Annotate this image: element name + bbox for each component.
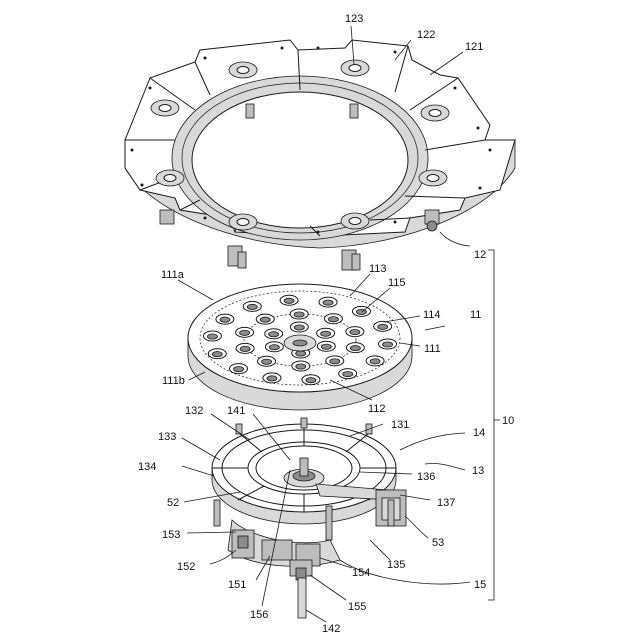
label-131: 131 bbox=[391, 419, 409, 431]
disc-pocket-hole bbox=[343, 372, 353, 377]
label-151: 151 bbox=[228, 579, 246, 591]
dial-frame bbox=[212, 418, 406, 540]
disc-pocket-hole bbox=[350, 330, 360, 335]
label-153: 153 bbox=[162, 529, 180, 541]
label-10: 10 bbox=[502, 415, 514, 427]
disc-pocket-hole bbox=[262, 359, 272, 364]
disc-pocket-hole bbox=[383, 342, 393, 347]
disc-pocket-hole bbox=[323, 300, 333, 305]
disc-pocket-hole bbox=[260, 317, 270, 322]
label-154: 154 bbox=[352, 567, 370, 579]
label-52: 52 bbox=[167, 497, 179, 509]
disc-pocket-hole bbox=[321, 344, 331, 349]
disc-pocket-hole bbox=[306, 378, 316, 383]
label-53: 53 bbox=[432, 537, 444, 549]
disc-pocket-hole bbox=[370, 359, 380, 364]
disc-pocket-hole bbox=[296, 351, 306, 356]
disc-pocket-hole bbox=[269, 345, 279, 350]
label-137: 137 bbox=[437, 497, 455, 509]
disc-pocket-hole bbox=[247, 304, 257, 309]
label-135: 135 bbox=[387, 559, 405, 571]
label-132: 132 bbox=[185, 405, 203, 417]
drive-unit bbox=[228, 520, 340, 618]
disc-pocket-hole bbox=[240, 330, 250, 335]
label-12: 12 bbox=[474, 249, 486, 261]
label-155: 155 bbox=[348, 601, 366, 613]
disc-pocket-hole bbox=[350, 346, 360, 351]
label-141: 141 bbox=[227, 405, 245, 417]
label-111: 111 bbox=[424, 343, 441, 355]
disc-pocket-hole bbox=[294, 312, 304, 317]
label-122: 122 bbox=[417, 29, 435, 41]
label-115: 115 bbox=[388, 277, 406, 289]
label-111b: 111b bbox=[162, 375, 185, 387]
label-15: 15 bbox=[474, 579, 486, 591]
disc-pocket-hole bbox=[284, 298, 294, 303]
label-112: 112 bbox=[368, 403, 386, 415]
disc-pocket-hole bbox=[378, 324, 388, 329]
disc-pocket-hole bbox=[220, 317, 230, 322]
label-152: 152 bbox=[177, 561, 195, 573]
disc-pocket-hole bbox=[269, 332, 279, 337]
disc-pocket-hole bbox=[207, 334, 217, 339]
label-136: 136 bbox=[417, 471, 435, 483]
turntable-disc bbox=[188, 284, 412, 410]
label-114: 114 bbox=[423, 309, 441, 321]
label-13: 13 bbox=[472, 465, 484, 477]
disc-pocket-hole bbox=[356, 309, 366, 314]
label-11: 11 bbox=[470, 309, 481, 321]
label-156: 156 bbox=[250, 609, 268, 621]
label-121: 121 bbox=[465, 41, 483, 53]
disc-pocket-hole bbox=[240, 346, 250, 351]
top-ring-assembly bbox=[125, 40, 515, 270]
disc-pocket-hole bbox=[330, 359, 340, 364]
label-134: 134 bbox=[138, 461, 156, 473]
disc-pocket-hole bbox=[328, 317, 338, 322]
label-113: 113 bbox=[369, 263, 387, 275]
disc-pocket-hole bbox=[296, 364, 306, 369]
disc-pocket-hole bbox=[294, 325, 304, 330]
label-111a: 111a bbox=[161, 269, 185, 281]
label-133: 133 bbox=[158, 431, 176, 443]
disc-pocket-hole bbox=[267, 376, 277, 381]
disc-pocket-hole bbox=[234, 367, 244, 372]
label-142: 142 bbox=[322, 623, 340, 635]
disc-pocket-hole bbox=[212, 352, 222, 357]
label-14: 14 bbox=[473, 427, 485, 439]
disc-pocket-hole bbox=[321, 331, 331, 336]
label-123: 123 bbox=[345, 13, 363, 25]
